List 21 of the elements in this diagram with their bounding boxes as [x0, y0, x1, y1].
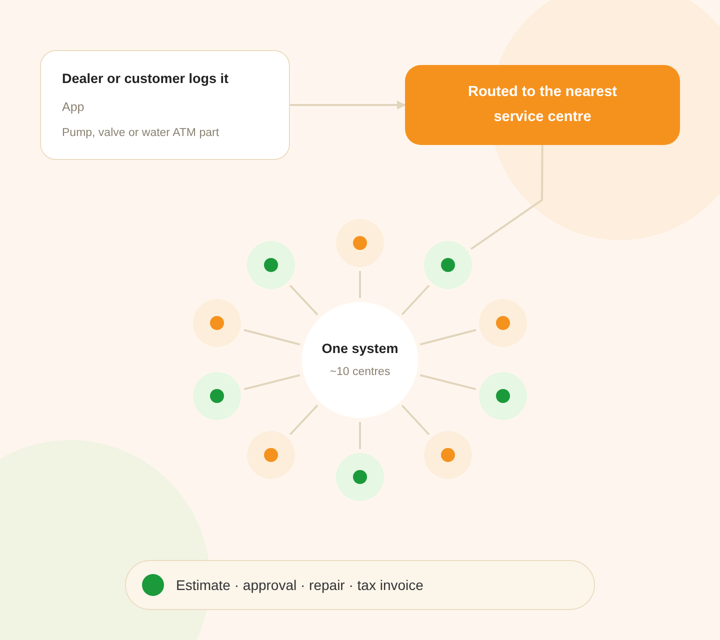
connector-line — [359, 422, 361, 449]
card-title: Dealer or customer logs it — [62, 70, 230, 88]
hub-title: One system — [322, 340, 398, 358]
box-label: Routed to the nearest service centre — [466, 83, 618, 127]
arrow — [290, 100, 406, 110]
connector-line — [244, 329, 300, 346]
legend-label: Estimate · approval · repair · tax invoice — [176, 576, 424, 595]
connector-line — [289, 284, 318, 316]
connector-line — [289, 404, 318, 436]
card-subtitle: App — [62, 99, 86, 116]
hub-subtitle: ~10 centres — [330, 365, 390, 380]
process-box — [405, 65, 680, 145]
connector-line — [401, 284, 430, 316]
card-note: Pump, valve or water ATM part — [62, 126, 220, 141]
connector-line — [401, 404, 430, 436]
connector-line — [470, 145, 544, 250]
connector-line — [359, 271, 361, 298]
connector-line — [244, 374, 300, 390]
connector-line — [420, 374, 476, 390]
input-card — [40, 50, 290, 160]
connector-line — [420, 329, 476, 346]
